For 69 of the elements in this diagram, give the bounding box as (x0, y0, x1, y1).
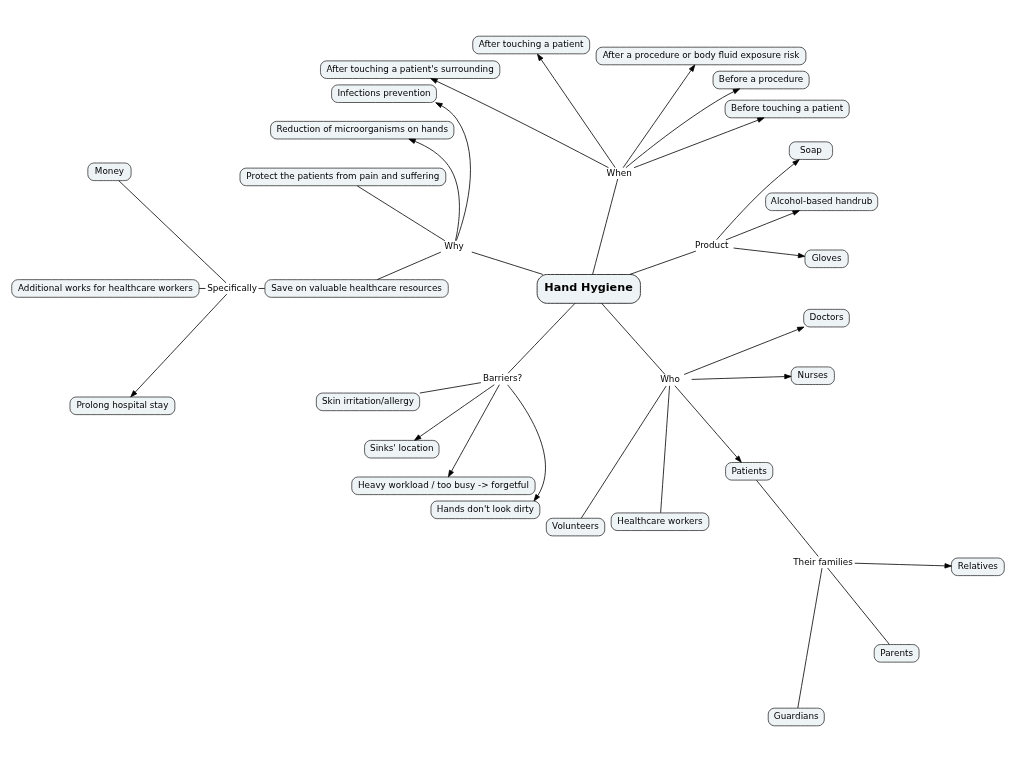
arrow (733, 247, 806, 259)
arrow (625, 88, 741, 169)
node-box: Before touching a patient (724, 99, 850, 119)
node-box: After a procedure or body fluid exposure risk (595, 46, 807, 66)
connector (592, 178, 619, 275)
node-box: Soap (788, 141, 833, 160)
node-box: Money (87, 162, 132, 181)
node-text: Barriers? (482, 373, 523, 384)
connector (756, 479, 819, 557)
arrow (448, 384, 500, 478)
connector (376, 251, 442, 280)
node-box: After touching a patient's surrounding (320, 60, 501, 79)
connector (198, 288, 206, 289)
arrow (691, 373, 792, 380)
connector (258, 288, 266, 289)
node-box: Hand Hygiene (536, 274, 641, 304)
node-box: Sinks' location (364, 440, 440, 459)
node-text: Why (444, 240, 464, 251)
node-box: Alcohol-based handrub (765, 192, 879, 211)
arrow (725, 210, 800, 241)
arrow (507, 384, 546, 502)
node-box: Before a procedure (712, 70, 810, 90)
connector (660, 385, 670, 514)
connector (797, 567, 823, 709)
node-text: Product (695, 239, 729, 250)
connector (471, 251, 544, 275)
arrow (408, 138, 460, 242)
node-box: Guardians (767, 707, 825, 727)
node-box: Relatives (951, 557, 1005, 576)
connector (507, 303, 576, 374)
node-box: Hands don't look dirty (430, 500, 541, 520)
node-box: Patients (725, 462, 774, 481)
node-text: Their families (793, 556, 853, 567)
connector (118, 180, 227, 284)
arrow (622, 64, 696, 169)
node-box: Parents (873, 644, 920, 663)
arrow (674, 385, 742, 463)
connector (601, 302, 666, 375)
arrow (130, 293, 228, 398)
connector (629, 250, 697, 275)
node-box: Gloves (804, 249, 849, 268)
node-box: Prolong hospital stay (69, 396, 176, 415)
node-box: Healthcare workers (610, 512, 710, 531)
connector (827, 567, 890, 645)
arrow (716, 159, 800, 241)
node-box: Save on valuable healthcare resources (264, 279, 449, 298)
connector (580, 385, 667, 519)
node-box: Nurses (790, 366, 835, 385)
node-box: After touching a patient (472, 35, 591, 55)
node-box: Doctors (803, 308, 850, 328)
node-text: Specifically (207, 282, 257, 293)
node-box: Skin irritation/allergy (315, 392, 421, 412)
arrow (633, 117, 765, 169)
arrow (537, 53, 616, 168)
node-box: Additional works for healthcare workers (11, 279, 200, 298)
node-text: When (606, 167, 632, 178)
arrow (430, 78, 609, 169)
node-text: Who (660, 374, 680, 385)
node-box: Volunteers (545, 517, 606, 537)
arrow (435, 102, 471, 242)
arrow (854, 562, 952, 569)
arrow (414, 384, 495, 441)
connector (356, 185, 446, 242)
node-box: Reduction of microorganisms on hands (270, 120, 455, 140)
arrow (683, 326, 805, 375)
node-box: Infections prevention (331, 84, 437, 103)
node-box: Heavy workload / too busy -> forgetful (351, 476, 536, 495)
connector (419, 382, 482, 394)
node-box: Protect the patients from pain and suffering (239, 167, 447, 187)
